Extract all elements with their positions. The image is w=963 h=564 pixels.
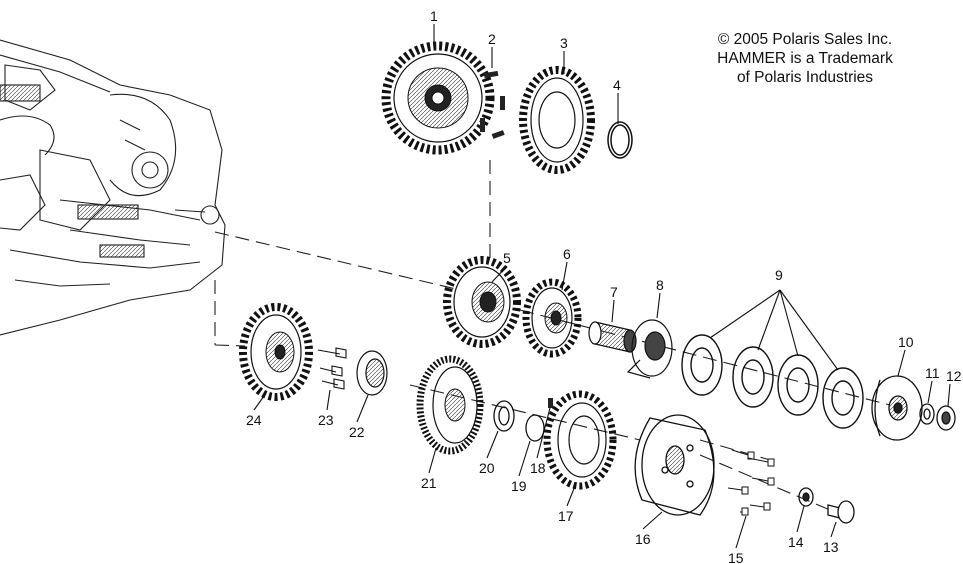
part-22-bearing [356, 350, 388, 396]
part-10-housing [871, 375, 923, 441]
callout-10: 10 [898, 334, 914, 350]
part-13-bolt [827, 500, 855, 524]
trademark-line: HAMMER is a Trademark [717, 50, 893, 67]
part-6-gear [522, 278, 582, 358]
part-3-ring-gear [519, 66, 595, 174]
part-14-washer [798, 487, 814, 507]
callout-2: 2 [488, 31, 496, 47]
callout-numbers: 1 2 3 4 5 6 7 8 9 10 11 12 13 14 15 16 1… [246, 8, 962, 564]
callout-leaders [253, 24, 951, 549]
callout-24: 24 [246, 412, 262, 428]
callout-20: 20 [479, 460, 495, 476]
part-5-gear [443, 256, 521, 348]
part-20-washer [493, 400, 515, 432]
callout-8: 8 [656, 277, 664, 293]
part-7-bearing [588, 321, 637, 353]
part-11-washer [919, 403, 935, 425]
part-1-drive-gear [381, 41, 495, 155]
trademark-owner-line: of Polaris Industries [736, 69, 874, 86]
callout-9: 9 [775, 267, 783, 283]
callout-17: 17 [558, 508, 574, 524]
part-24-gear [239, 303, 313, 401]
callout-4: 4 [613, 77, 621, 93]
callout-22: 22 [349, 424, 365, 440]
copyright-notice: © 2005 Polaris Sales Inc. HAMMER is a Tr… [690, 30, 920, 87]
part-19-snap-ring [525, 414, 545, 442]
part-17-ring-gear [543, 390, 617, 490]
part-23-bolts [317, 347, 347, 390]
callout-14: 14 [788, 534, 804, 550]
copyright-line: © 2005 Polaris Sales Inc. [717, 31, 893, 48]
part-9-leader-lines [709, 289, 839, 371]
callout-6: 6 [563, 246, 571, 262]
callout-13: 13 [823, 539, 839, 555]
part-15-screws [727, 449, 775, 516]
callout-12: 12 [946, 368, 962, 384]
part-2-pins [480, 70, 505, 139]
callout-15: 15 [728, 550, 744, 564]
callout-7: 7 [610, 284, 618, 300]
callout-1: 1 [430, 8, 438, 24]
part-8-clutch [626, 319, 673, 379]
callout-23: 23 [318, 412, 334, 428]
part-18-key [548, 398, 553, 408]
part-16-rotor-drum [634, 414, 715, 516]
part-9-discs [681, 334, 864, 429]
callout-18: 18 [530, 460, 546, 476]
callout-21: 21 [421, 475, 437, 491]
part-21-flywheel-gear [416, 355, 484, 455]
callout-3: 3 [560, 35, 568, 51]
part-4-snap-ring [607, 121, 633, 159]
alignment-lines [214, 160, 891, 511]
callout-11: 11 [925, 365, 940, 381]
callout-19: 19 [511, 478, 527, 494]
engine-case [0, 39, 226, 336]
part-12-nut [936, 405, 956, 431]
callout-16: 16 [635, 531, 651, 547]
callout-5: 5 [503, 250, 511, 266]
